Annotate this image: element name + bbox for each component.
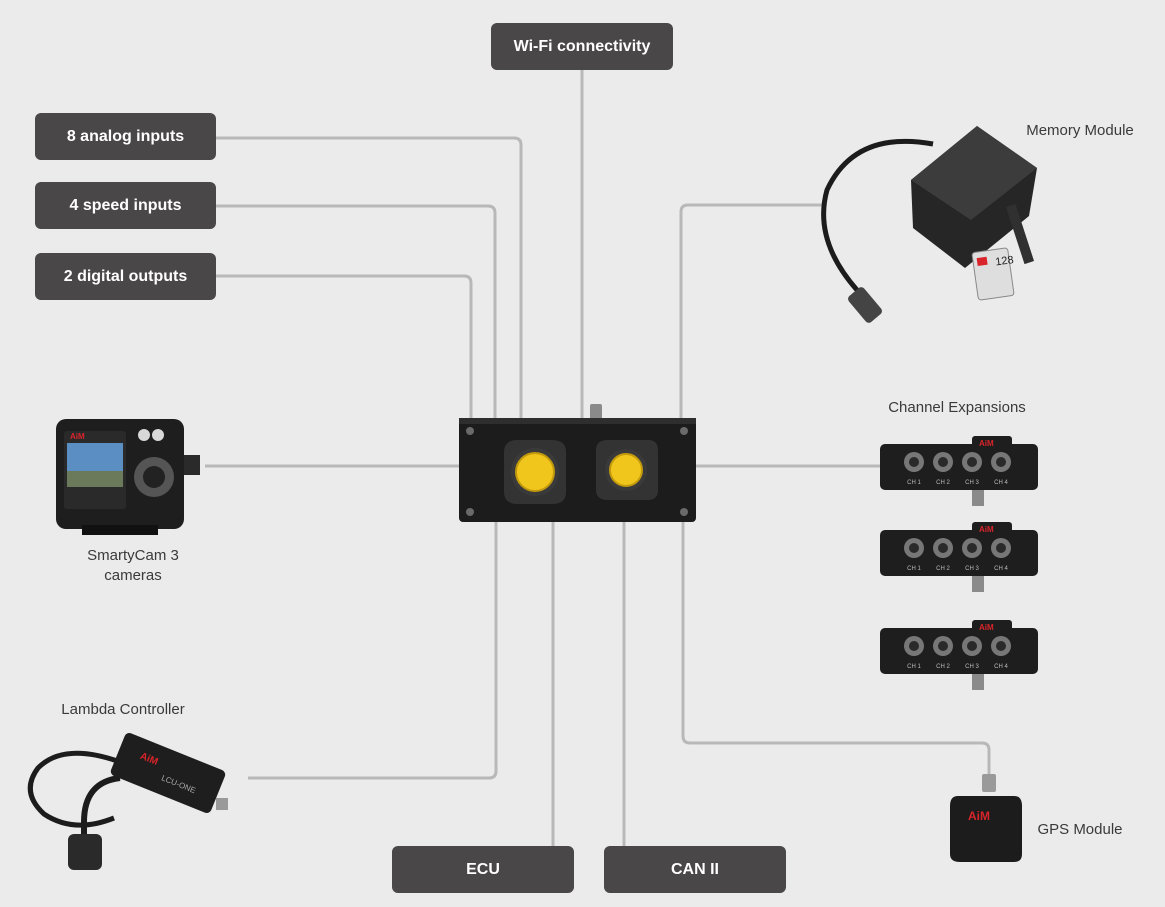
channel-label: CH 3 (965, 480, 979, 486)
gps-brand: AiM (968, 809, 990, 823)
channel-label: CH 4 (994, 664, 1008, 670)
channel-label: CH 3 (965, 664, 979, 670)
channel-label: CH 2 (936, 480, 950, 486)
digital-outputs-box: 2 digital outputs (35, 253, 216, 300)
memory-module-image: 128 (821, 126, 1037, 323)
channel-label: CH 1 (907, 480, 921, 486)
smartycam-label-line1: SmartyCam 3 (87, 547, 179, 564)
central-logger-unit (459, 404, 696, 522)
gps-module-label: GPS Module (1037, 821, 1123, 838)
ecu-box: ECU (392, 846, 574, 893)
smartycam-label-line2: cameras (104, 567, 162, 584)
channel-label: CH 4 (994, 566, 1008, 572)
channel-label: CH 3 (965, 566, 979, 572)
expansion-brand: AiM (979, 525, 994, 534)
line-digital (216, 274, 473, 418)
smartycam-brand: AiM (70, 432, 85, 441)
expansion-brand: AiM (979, 439, 994, 448)
speed-inputs-box: 4 speed inputs (35, 182, 216, 229)
line-speed (216, 204, 497, 418)
expansion-brand: AiM (979, 623, 994, 632)
channel-label: CH 2 (936, 664, 950, 670)
wifi-connectivity-box: Wi-Fi connectivity (491, 23, 673, 70)
line-analog (216, 136, 523, 418)
channel-label: CH 1 (907, 664, 921, 670)
channel-label: CH 2 (936, 566, 950, 572)
gps-module-image: AiM (950, 774, 1022, 862)
sd-card-capacity: 128 (995, 254, 1015, 268)
smartycam-image: AiM (56, 419, 200, 535)
lambda-controller-label: Lambda Controller (61, 701, 185, 718)
channel-expansion-3: AiM CH 1 CH 2 CH 3 CH 4 (880, 620, 1038, 690)
channel-expansion-2: AiM CH 1 CH 2 CH 3 CH 4 (880, 522, 1038, 592)
can-ii-box: CAN II (604, 846, 786, 893)
channel-label: CH 4 (994, 480, 1008, 486)
channel-label: CH 1 (907, 566, 921, 572)
channel-expansion-1: AiM CH 1 CH 2 CH 3 CH 4 (880, 436, 1038, 506)
memory-module-label: Memory Module (1026, 122, 1134, 139)
line-lambda (248, 518, 498, 780)
line-gps (681, 518, 991, 776)
channel-expansions-label: Channel Expansions (888, 399, 1026, 416)
lambda-controller-image: AiM LCU-ONE (27, 732, 228, 870)
line-memory (679, 203, 825, 418)
analog-inputs-box: 8 analog inputs (35, 113, 216, 160)
